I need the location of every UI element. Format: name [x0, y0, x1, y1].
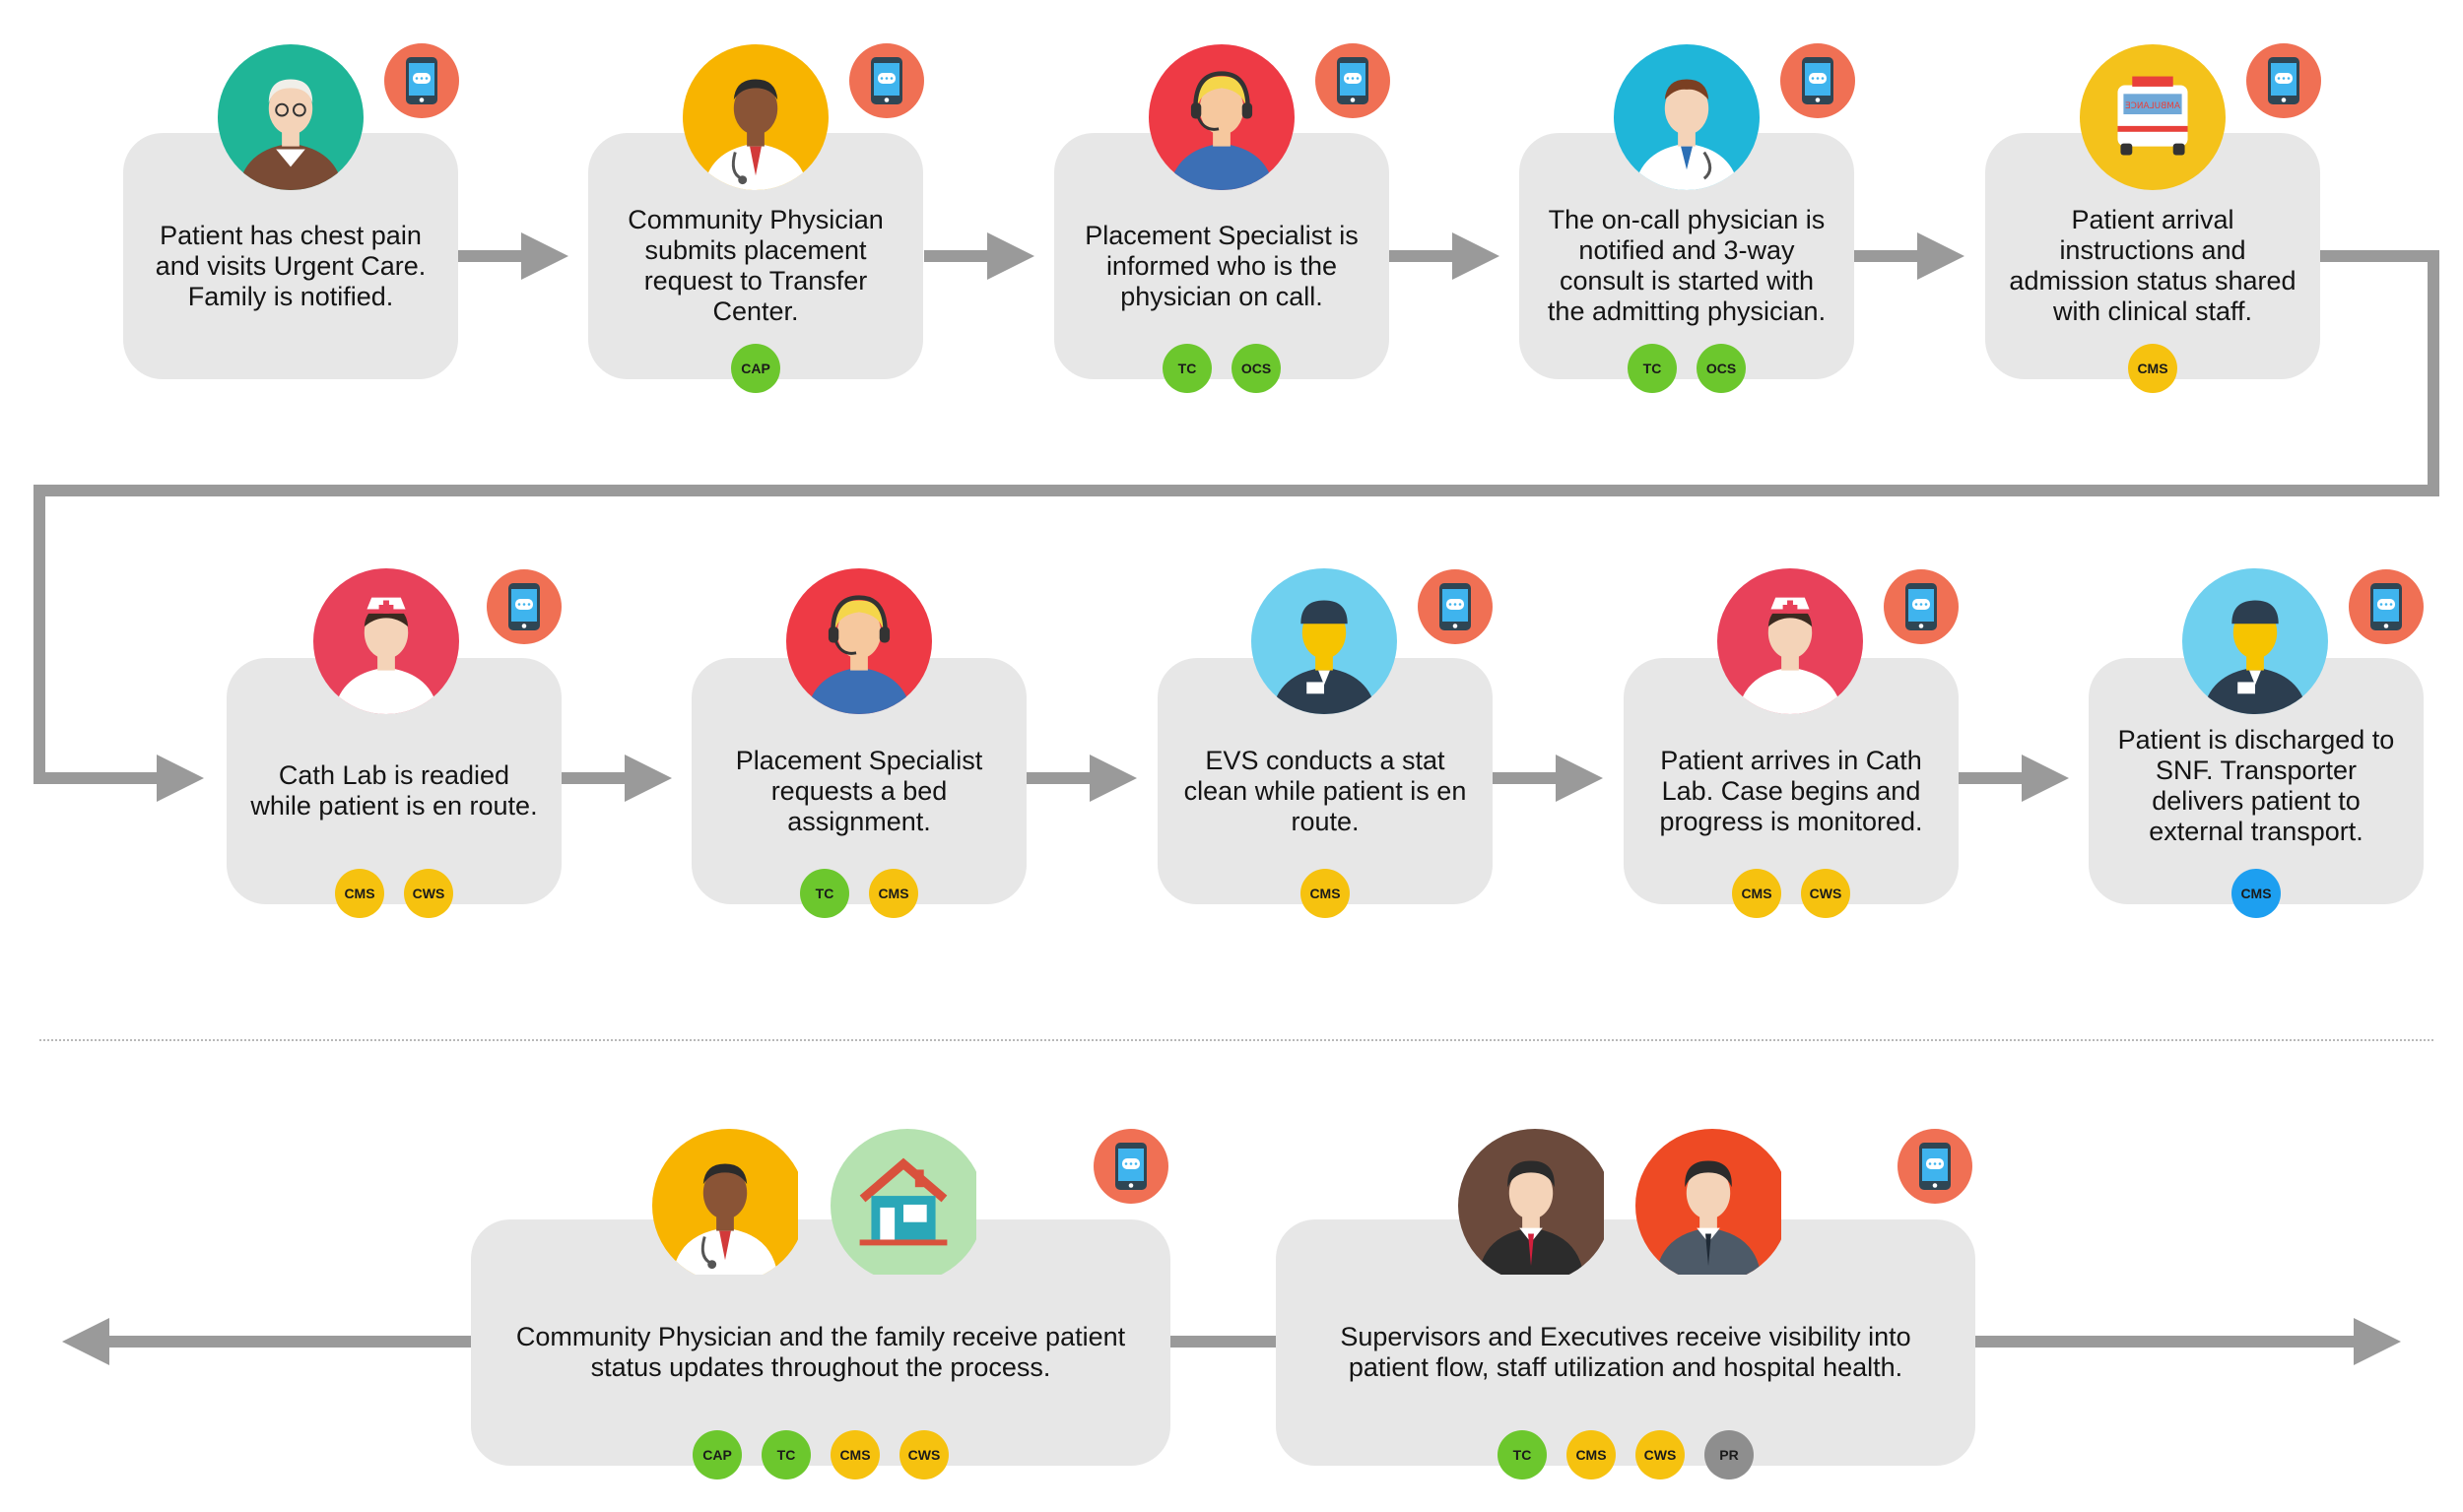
arrow-row-wrap: [33, 250, 2439, 802]
tag-row: CMS: [2089, 869, 2424, 918]
phone-icon: [406, 57, 437, 104]
system-tag: CAP: [693, 1430, 742, 1479]
step-text: The on-call physician is notified and 3-…: [1547, 205, 1827, 326]
summary-text: Community Physician and the family recei…: [515, 1322, 1126, 1382]
evs-worker-icon: [1251, 568, 1397, 714]
system-tag: CMS: [2128, 344, 2177, 393]
step-text: Placement Specialist is informed who is …: [1085, 220, 1359, 311]
step-text: Cath Lab is readied while patient is en …: [250, 760, 538, 821]
mobile-app-badge: [487, 569, 562, 644]
placement-specialist-icon: [1149, 44, 1295, 190]
nurse-icon: [313, 568, 459, 714]
community-physician-icon: [652, 1129, 806, 1282]
system-tag: CMS: [2231, 869, 2281, 918]
ambulance-icon: AMBULANCE: [2080, 44, 2226, 190]
step-text: EVS conducts a stat clean while patient …: [1183, 745, 1467, 836]
system-tag: CWS: [899, 1430, 949, 1479]
mobile-app-badge: [1780, 43, 1855, 118]
summary-text: Supervisors and Executives receive visib…: [1340, 1322, 1911, 1382]
system-tag: CAP: [731, 344, 780, 393]
tag-row: CMS CWS: [1624, 869, 1959, 918]
phone-icon: [2268, 57, 2299, 104]
step-text: Community Physician submits placement re…: [628, 205, 884, 326]
phone-icon: [871, 57, 902, 104]
tag-row: CMS CWS: [227, 869, 562, 918]
system-tag: TC: [1498, 1430, 1547, 1479]
summary-card: Community Physician and the family recei…: [471, 1219, 1170, 1479]
step-card: Community Physician submits placement re…: [588, 133, 923, 393]
summary-card: Supervisors and Executives receive visib…: [1276, 1219, 1975, 1479]
placement-specialist-icon: [786, 568, 932, 714]
system-tag: PR: [1704, 1430, 1754, 1479]
tag-row: CMS: [1158, 869, 1493, 918]
system-tag: CMS: [335, 869, 384, 918]
phone-icon: [1439, 583, 1471, 630]
system-tag: TC: [800, 869, 849, 918]
system-tag: CMS: [869, 869, 918, 918]
tag-row: CAP TC CMS CWS: [471, 1430, 1170, 1479]
step-text: Patient is discharged to SNF. Transporte…: [2117, 725, 2395, 846]
on-call-physician-icon: [1614, 44, 1760, 190]
step-text: Patient has chest pain and visits Urgent…: [155, 220, 427, 311]
mobile-app-badge: [849, 43, 924, 118]
step-text: Patient arrival instructions and admissi…: [2009, 205, 2297, 326]
system-tag: CMS: [831, 1430, 880, 1479]
mobile-app-badge: [1884, 569, 1959, 644]
system-tag: TC: [1163, 344, 1212, 393]
phone-icon: [508, 583, 540, 630]
tag-row: TC OCS: [1519, 344, 1854, 393]
supervisor-icon: [1458, 1129, 1612, 1282]
svg-text:AMBULANCE: AMBULANCE: [2125, 101, 2180, 111]
tag-row: CAP: [588, 344, 923, 393]
section-divider: [39, 1039, 2433, 1041]
tag-row: TC CMS CWS PR: [1276, 1430, 1975, 1479]
system-tag: CMS: [1732, 869, 1781, 918]
step-card: Patient arrives in Cath Lab. Case begins…: [1624, 658, 1959, 918]
system-tag: CWS: [1801, 869, 1850, 918]
system-tag: TC: [1628, 344, 1677, 393]
system-tag: OCS: [1697, 344, 1746, 393]
phone-icon: [1905, 583, 1937, 630]
mobile-app-badge: [1897, 1129, 1972, 1204]
step-text: Patient arrives in Cath Lab. Case begins…: [1659, 745, 1923, 836]
mobile-app-badge: [1094, 1129, 1168, 1204]
step-text: Placement Specialist requests a bed assi…: [735, 745, 983, 836]
family-home-icon: [831, 1129, 984, 1282]
phone-icon: [1919, 1143, 1951, 1190]
mobile-app-badge: [2349, 569, 2424, 644]
tag-row: CMS: [1985, 344, 2320, 393]
system-tag: CWS: [1635, 1430, 1685, 1479]
phone-icon: [1115, 1143, 1147, 1190]
phone-icon: [1802, 57, 1833, 104]
tag-row: TC OCS: [1054, 344, 1389, 393]
system-tag: OCS: [1232, 344, 1281, 393]
mobile-app-badge: [1418, 569, 1493, 644]
elderly-patient-icon: [218, 44, 364, 190]
mobile-app-badge: [2246, 43, 2321, 118]
system-tag: CMS: [1300, 869, 1350, 918]
transporter-icon: [2182, 568, 2328, 714]
nurse-icon: [1717, 568, 1863, 714]
executive-icon: [1635, 1129, 1789, 1282]
community-physician-icon: [683, 44, 829, 190]
system-tag: TC: [762, 1430, 811, 1479]
mobile-app-badge: [384, 43, 459, 118]
mobile-app-badge: [1315, 43, 1390, 118]
tag-row: TC CMS: [692, 869, 1027, 918]
phone-icon: [2370, 583, 2402, 630]
system-tag: CWS: [404, 869, 453, 918]
phone-icon: [1337, 57, 1368, 104]
system-tag: CMS: [1566, 1430, 1616, 1479]
